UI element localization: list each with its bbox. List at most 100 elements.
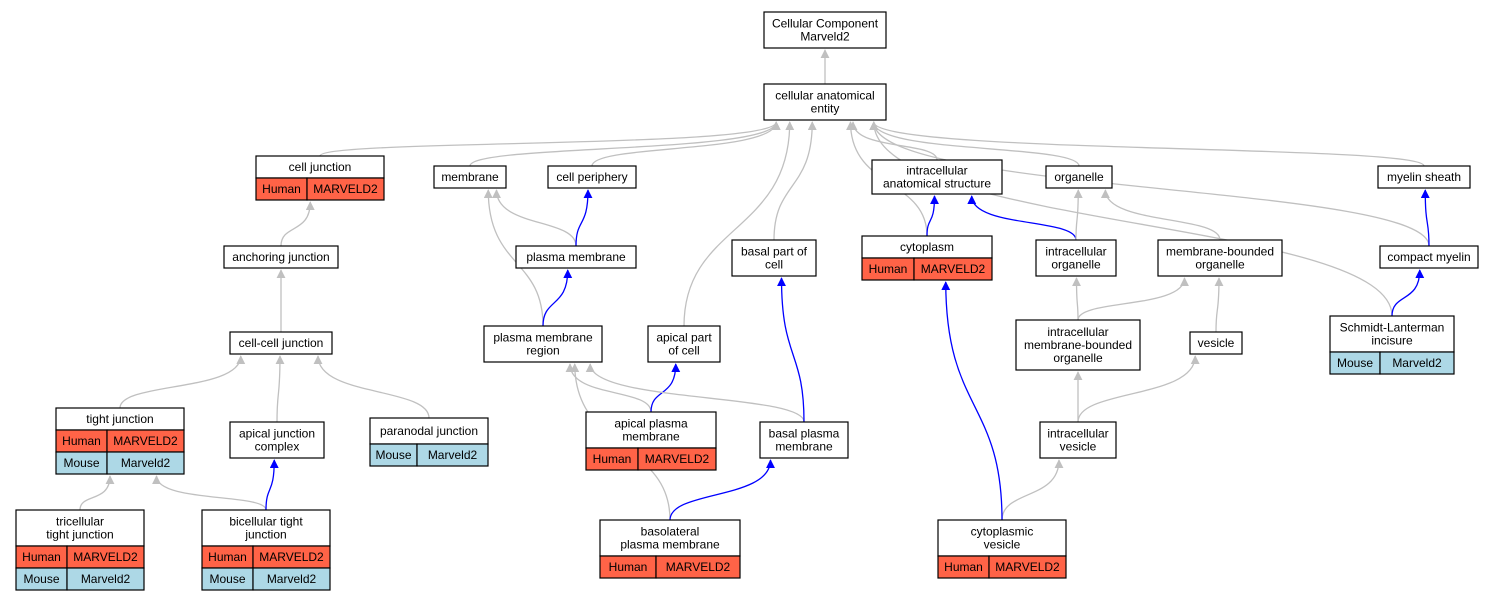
organism-label: Human — [262, 182, 301, 196]
edge-is-a — [1077, 277, 1189, 321]
edge-is-a — [683, 121, 795, 327]
edge-is-a — [1073, 189, 1083, 241]
node-title-box — [759, 421, 849, 459]
edge-part-of — [777, 277, 805, 423]
node-label-line: Cellular Component — [772, 17, 879, 31]
edge-is-a — [492, 189, 577, 247]
gene-cell — [66, 567, 145, 591]
node-label-line: vesicle — [1198, 336, 1235, 350]
node-vesicle[interactable]: vesicle — [1189, 331, 1243, 355]
node-label-line: vesicle — [984, 538, 1021, 552]
gene-label: MARVELD2 — [666, 560, 731, 574]
node-cell-periphery[interactable]: cell periphery — [547, 165, 637, 189]
node-label-line: membrane-bounded — [1024, 338, 1132, 352]
node-title-box — [1157, 239, 1283, 277]
node-title-box — [229, 331, 333, 355]
edge-is-a — [119, 355, 246, 409]
gene-label: MARVELD2 — [645, 452, 710, 466]
node-title-box — [1377, 165, 1471, 189]
node-anchoring-junction[interactable]: anchoring junction — [223, 245, 339, 269]
organism-label: Human — [609, 560, 648, 574]
node-compact-myelin[interactable]: compact myelin — [1379, 245, 1479, 269]
gene-label: MARVELD2 — [113, 434, 178, 448]
node-label-line: vesicle — [1060, 440, 1097, 454]
edge-is-a — [1001, 459, 1064, 521]
edge-is-a — [1072, 277, 1082, 321]
node-plasma-membrane[interactable]: plasma membrane — [515, 245, 637, 269]
node-label-line: complex — [255, 440, 300, 454]
organism-label: Mouse — [209, 572, 245, 586]
edge-part-of — [542, 269, 573, 327]
node-title-box — [229, 421, 325, 459]
node-label-line: basolateral — [641, 525, 700, 539]
node-myelin-sheath[interactable]: myelin sheath — [1377, 165, 1471, 189]
edge-is-a — [869, 121, 1393, 317]
node-organelle[interactable]: organelle — [1045, 165, 1113, 189]
gene-label: Marveld2 — [1392, 356, 1442, 370]
node-label-line: anatomical structure — [883, 177, 991, 191]
node-label-line: region — [526, 344, 559, 358]
edge-part-of — [669, 459, 775, 521]
node-cell-cell-junction[interactable]: cell-cell junction — [229, 331, 333, 355]
gene-label: MARVELD2 — [995, 560, 1060, 574]
edge-is-a — [773, 121, 817, 241]
node-title-box — [731, 239, 817, 277]
gene-cell — [416, 443, 489, 467]
node-label-line: membrane-bounded — [1166, 245, 1274, 259]
node-title-box — [871, 159, 1003, 195]
node-title-box — [599, 519, 741, 557]
node-label-line: paranodal junction — [380, 424, 478, 438]
edge-part-of — [575, 189, 593, 247]
edge-part-of — [1391, 269, 1425, 317]
gene-label: MARVELD2 — [921, 262, 986, 276]
gene-label: Marveld2 — [121, 456, 171, 470]
node-label-line: plasma membrane — [493, 331, 593, 345]
node-label-line: intracellular — [1047, 325, 1108, 339]
edge-is-a — [1077, 355, 1200, 423]
node-title-box — [647, 325, 721, 363]
edge-is-a — [591, 121, 781, 167]
node-title-box — [937, 519, 1067, 557]
node-label-line: cytoplasm — [900, 240, 954, 254]
gene-label: Marveld2 — [267, 572, 317, 586]
node-membrane[interactable]: membrane — [433, 165, 507, 189]
node-title-box — [1015, 319, 1141, 371]
node-label-line: tricellular — [56, 515, 104, 529]
node-title-box — [1189, 331, 1243, 355]
edge-part-of — [941, 281, 1003, 521]
node-title-box — [1379, 245, 1479, 269]
edge-part-of — [1420, 189, 1430, 247]
gene-label: MARVELD2 — [259, 550, 324, 564]
node-label-line: intracellular — [1045, 245, 1106, 259]
edge-is-a — [280, 201, 315, 247]
